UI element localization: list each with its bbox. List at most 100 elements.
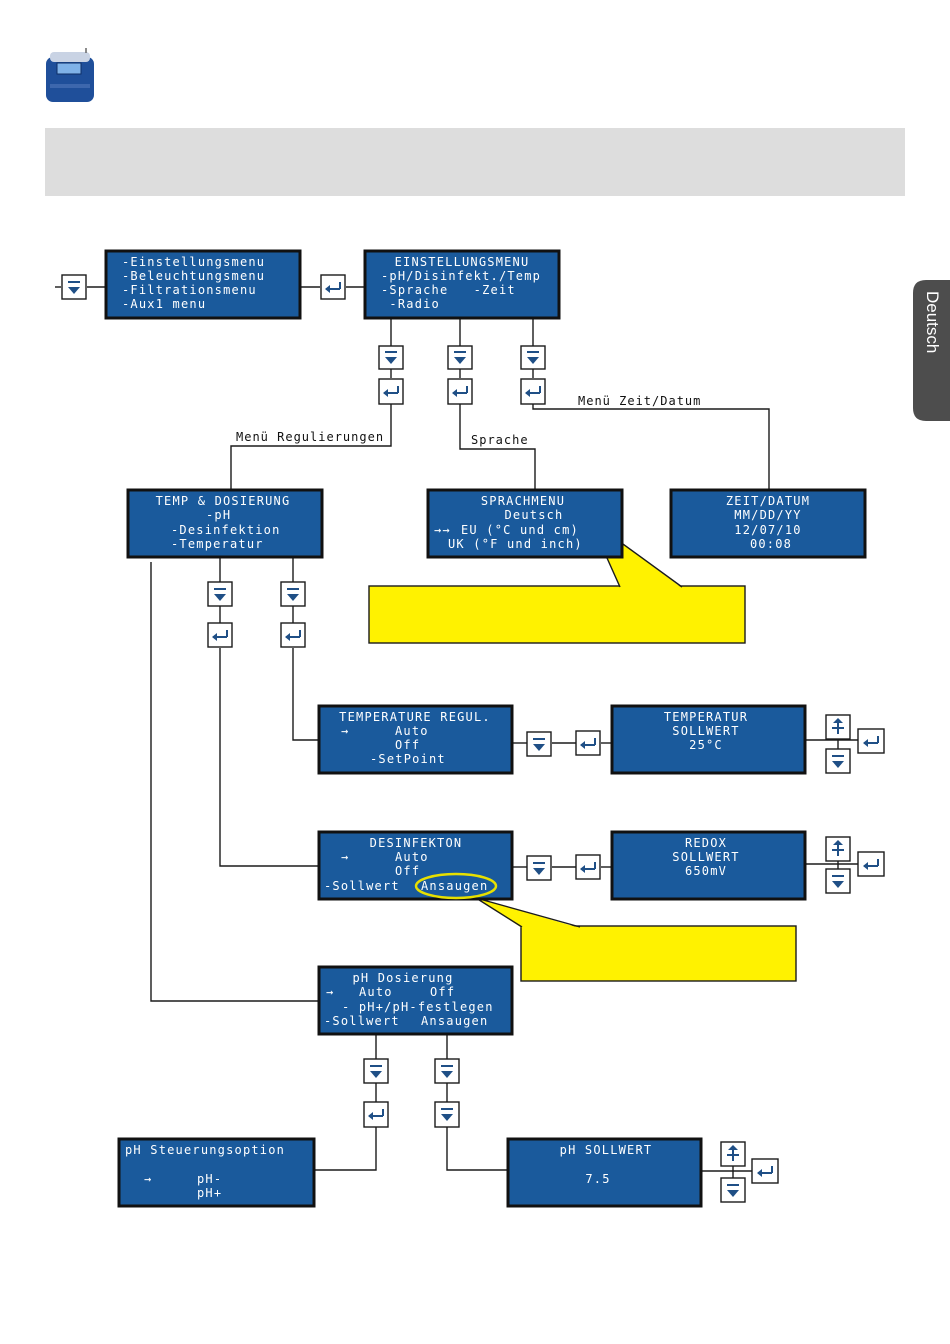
enter-key-button[interactable] [575, 730, 601, 756]
lcd-line: -Filtrationsmenu [122, 283, 257, 297]
enter-key-button[interactable] [447, 378, 473, 405]
lcd-line: Auto [395, 724, 429, 738]
lcd-line: Ansaugen [421, 879, 488, 893]
enter-key-button[interactable] [320, 274, 346, 300]
main-menu-display: -Einstellungsmenu -Beleuchtungsmenu -Fil… [104, 249, 302, 320]
enter-key-button[interactable] [857, 728, 885, 754]
lcd-title: pH Steuerungsoption [125, 1143, 285, 1157]
regulation-menu-label: Menü Regulierungen [236, 430, 384, 444]
arrow-icon: → [341, 850, 349, 864]
up-key-button[interactable] [825, 836, 851, 862]
lcd-title: TEMP & DOSIERUNG [156, 494, 291, 508]
time-date-display: ZEIT/DATUM MM/DD/YY 12/07/10 00:08 [669, 488, 867, 559]
down-key-button[interactable] [526, 731, 552, 757]
device-logo-icon [46, 48, 94, 102]
lcd-line: Off [395, 864, 420, 878]
ph-setpoint-display: pH SOLLWERT 7.5 [506, 1137, 703, 1208]
lcd-line: 00:08 [750, 537, 792, 551]
down-key-button[interactable] [280, 581, 306, 607]
down-key-button[interactable] [447, 345, 473, 370]
connector-wires [55, 286, 858, 1188]
language-side-tab[interactable]: Deutsch [913, 280, 950, 421]
down-key-button[interactable] [207, 581, 233, 607]
lcd-line: SOLLWERT [672, 850, 739, 864]
lcd-line: Off [395, 738, 420, 752]
down-key-button[interactable] [526, 855, 552, 881]
down-key-button[interactable] [434, 1058, 460, 1084]
lcd-line: -Sollwert [324, 1014, 400, 1028]
language-menu-display: SPRACHMENU Deutsch →→ EU (°C und cm) UK … [426, 488, 624, 559]
language-path-label: Sprache [471, 433, 529, 447]
down-key-button[interactable] [825, 868, 851, 894]
prime-highlight [414, 872, 498, 900]
lcd-title: EINSTELLUNGSMENU [395, 255, 530, 269]
down-key-button[interactable] [720, 1177, 746, 1203]
lcd-title: REDOX [685, 836, 727, 850]
lcd-line: -Beleuchtungsmenu [122, 269, 265, 283]
lcd-line: Deutsch [505, 508, 564, 522]
lcd-title: TEMPERATURE REGUL. [339, 710, 491, 724]
arrow-icon: → [326, 985, 334, 999]
enter-key-button[interactable] [363, 1101, 389, 1128]
lcd-line: -Sollwert [324, 879, 400, 893]
lcd-line: Ansaugen [421, 1014, 488, 1028]
down-key-button[interactable] [378, 345, 404, 370]
enter-key-button[interactable] [207, 622, 233, 648]
down-key-button[interactable] [825, 748, 851, 774]
lcd-line: 7.5 [585, 1172, 610, 1186]
lcd-line: -Temperatur [171, 537, 264, 551]
down-key-button[interactable] [434, 1101, 460, 1128]
temperature-setpoint-display: TEMPERATUR SOLLWERT 25°C [610, 704, 807, 775]
lcd-line: pH- [197, 1172, 222, 1186]
lcd-title: pH Dosierung [352, 971, 453, 985]
enter-key-button[interactable] [751, 1158, 779, 1184]
lcd-line: -Einstellungsmenu [122, 255, 265, 269]
lcd-line: MM/DD/YY [734, 508, 801, 522]
lcd-line: -Radio [381, 297, 440, 311]
enter-key-button[interactable] [575, 854, 601, 880]
lcd-line: Off [430, 985, 455, 999]
lcd-line: UK (°F und inch) [448, 537, 583, 551]
lcd-line: 25°C [689, 738, 723, 752]
prime-callout [475, 897, 797, 982]
header-bar [45, 128, 905, 196]
key-buttons[interactable] [61, 274, 885, 1203]
lcd-title: SPRACHMENU [481, 494, 565, 508]
enter-key-button[interactable] [857, 851, 885, 877]
ph-control-option-display: pH Steuerungsoption → pH- pH+ [117, 1137, 316, 1208]
lcd-title: pH SOLLWERT [560, 1143, 653, 1157]
lcd-line: -pH [206, 508, 231, 522]
lcd-line: EU (°C und cm) [461, 523, 579, 537]
lcd-line: -pH/Disinfekt./Temp [381, 269, 541, 283]
temp-dosing-display: TEMP & DOSIERUNG -pH -Desinfektion -Temp… [126, 488, 324, 559]
lcd-line: -Aux1 menu [122, 297, 206, 311]
lcd-line: pH+ [197, 1186, 222, 1200]
down-key-button[interactable] [520, 345, 546, 370]
ph-dosing-display: pH Dosierung → Auto Off - pH+/pH-festleg… [317, 965, 514, 1036]
lcd-title: TEMPERATUR [664, 710, 748, 724]
enter-key-button[interactable] [280, 622, 306, 648]
lcd-line: -Desinfektion [171, 523, 281, 537]
double-arrow-icon: →→ [434, 523, 451, 537]
lcd-title: ZEIT/DATUM [726, 494, 810, 508]
lcd-title: DESINFEKTON [370, 836, 463, 850]
arrow-icon: → [144, 1172, 152, 1186]
lcd-line: 650mV [685, 864, 727, 878]
lcd-line: 12/07/10 [734, 523, 801, 537]
lcd-line: -Sprache -Zeit [381, 283, 516, 297]
enter-key-button[interactable] [378, 378, 404, 405]
disinfection-display: DESINFEKTON → Auto Off -Sollwert Ansauge… [317, 830, 514, 901]
lcd-line: Auto [395, 850, 429, 864]
time-date-path-label: Menü Zeit/Datum [578, 394, 701, 408]
temperature-regulation-display: TEMPERATURE REGUL. → Auto Off -SetPoint [317, 704, 514, 775]
enter-key-button[interactable] [520, 378, 546, 405]
up-key-button[interactable] [720, 1141, 746, 1167]
lcd-line: -SetPoint [370, 752, 446, 766]
up-key-button[interactable] [825, 714, 851, 740]
settings-menu-display: EINSTELLUNGSMENU -pH/Disinfekt./Temp -Sp… [363, 249, 561, 320]
down-key-button[interactable] [363, 1058, 389, 1084]
down-key-button[interactable] [61, 274, 87, 300]
lcd-line: - pH+/pH-festlegen [342, 1000, 494, 1014]
lcd-line: SOLLWERT [672, 724, 739, 738]
